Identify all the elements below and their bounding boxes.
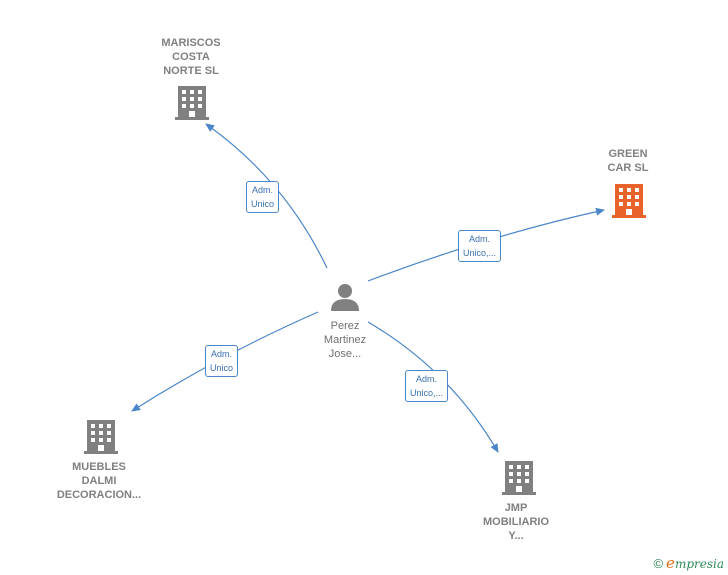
building-icon xyxy=(502,461,536,495)
node-label-muebles[interactable]: MUEBLES DALMI DECORACION... xyxy=(56,461,142,501)
node-label-person[interactable]: Perez Martinez Jose... xyxy=(323,320,367,360)
edge-label-mariscos: Adm. Unico xyxy=(246,181,280,213)
brand-footer: © empresia xyxy=(653,554,724,572)
edge-label-green: Adm. Unico,... xyxy=(458,230,502,262)
node-label-jmp[interactable]: JMP MOBILIARIO Y... xyxy=(483,502,549,542)
node-label-green-car[interactable]: GREEN CAR SL xyxy=(607,148,649,174)
person-icon xyxy=(331,284,359,311)
building-icon xyxy=(175,86,209,120)
building-icon xyxy=(84,420,118,454)
node-label-mariscos[interactable]: MARISCOS COSTA NORTE SL xyxy=(161,37,221,77)
copyright-icon: © xyxy=(653,555,664,571)
brand-logo: empresia xyxy=(666,554,724,572)
edge-label-jmp: Adm. Unico,... xyxy=(405,370,449,402)
building-icon xyxy=(612,184,646,218)
edge-label-muebles: Adm. Unico xyxy=(205,345,239,377)
